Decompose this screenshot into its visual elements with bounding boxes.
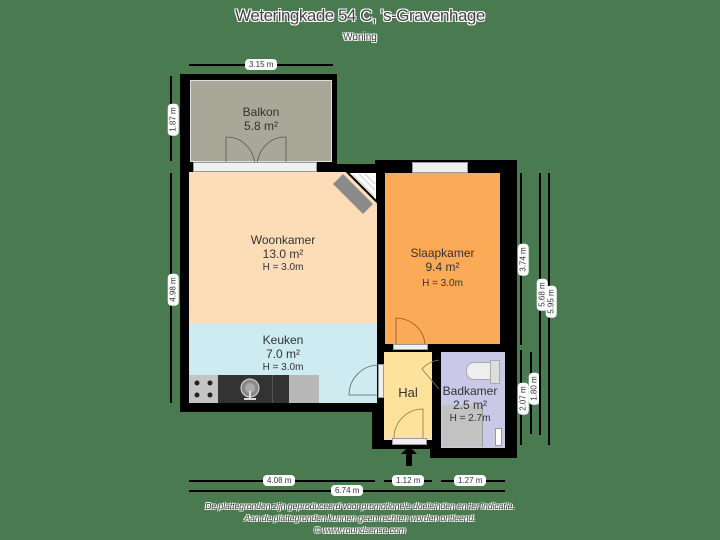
front-door-frame: [392, 438, 427, 445]
kitchen-worktop: [289, 375, 319, 403]
room-label-woonkamer: Woonkamer 13.0 m² H = 3.0m: [189, 233, 377, 273]
room-label-hal: Hal: [384, 385, 432, 401]
slaapkamer-door-swing-icon: [395, 317, 426, 347]
kitchen-door-frame: [378, 364, 384, 398]
disclaimer-line-1: De plattegronden zijn geproduceerd voor …: [205, 501, 515, 511]
dimension-label-top: 3.15 m: [245, 59, 278, 70]
room-name: Woonkamer: [250, 233, 316, 247]
room-name: Badkamer: [442, 384, 498, 398]
dimension-label-bottom-left: 4.08 m: [263, 475, 296, 486]
room-name: Keuken: [262, 333, 304, 347]
room-name: Hal: [398, 385, 418, 400]
hal-front-door-swing-icon: [393, 408, 424, 439]
kitchen-counter-divider: [272, 375, 273, 403]
kitchen-door-swing-icon: [348, 364, 380, 396]
dimension-label-bottom-badkamer: 1.27 m: [454, 475, 487, 486]
room-area: 13.0 m²: [262, 246, 304, 261]
stair-corner-icon: [333, 171, 378, 214]
room-height: H = 2.7m: [449, 412, 491, 424]
badkamer-door-swing-icon: [421, 359, 440, 390]
kitchen-sink-icon: [240, 378, 260, 400]
room-name: Slaapkamer: [410, 246, 475, 260]
room-height: H = 3.0m: [262, 361, 304, 373]
room-area: 9.4 m²: [425, 259, 460, 274]
dimension-label-left-main: 4.98 m: [167, 273, 179, 306]
toilet-icon: [466, 362, 492, 380]
balcony-double-door-icon: [225, 136, 287, 168]
toilet-tank: [490, 360, 500, 384]
room-woonkamer: [189, 172, 377, 324]
floorplan-title: Weteringkade 54 C, 's-Gravenhage: [235, 6, 485, 25]
dimension-label-right-badkamer-outer: 2.07 m: [517, 382, 529, 415]
room-label-balkon: Balkon 5.8 m²: [190, 105, 332, 134]
room-balkon: [190, 80, 332, 162]
room-label-slaapkamer: Slaapkamer 9.4 m² H = 3.0m: [385, 246, 500, 289]
disclaimer-line-2: Aan de plattegronden kunnen geen rechten…: [244, 513, 476, 523]
room-label-badkamer: Badkamer 2.5 m² H = 2.7m: [430, 384, 510, 424]
kitchen-stove-icon: [189, 375, 218, 403]
room-height: H = 3.0m: [422, 277, 463, 289]
dimension-label-left-balkon: 1.87 m: [167, 103, 179, 136]
dimension-label-bottom-hal: 1.12 m: [392, 475, 425, 486]
room-area: 2.5 m²: [452, 397, 487, 412]
towel-radiator-icon: [495, 428, 502, 446]
shower-tray: [442, 405, 483, 447]
room-height: H = 3.0m: [262, 261, 304, 273]
room-area: 7.0 m²: [265, 346, 300, 361]
balcony-door-window: [193, 162, 317, 172]
room-slaapkamer: [385, 173, 500, 344]
room-label-keuken: Keuken 7.0 m² H = 3.0m: [189, 333, 377, 373]
room-name: Balkon: [242, 105, 280, 119]
dimension-label-right-slaapkamer: 3.74 m: [517, 243, 529, 276]
dimension-label-bottom-total: 6.74 m: [331, 485, 364, 496]
entrance-arrow-icon: [401, 446, 417, 466]
slaapkamer-window: [412, 162, 468, 173]
dimension-label-right-total-outer: 5.95 m: [545, 285, 557, 318]
room-area: 5.8 m²: [243, 118, 278, 133]
floorplan-subtitle: Woning: [343, 32, 377, 43]
copyright-line: © www.roundsense.com: [314, 525, 406, 535]
slaapkamer-door-frame: [393, 344, 428, 350]
